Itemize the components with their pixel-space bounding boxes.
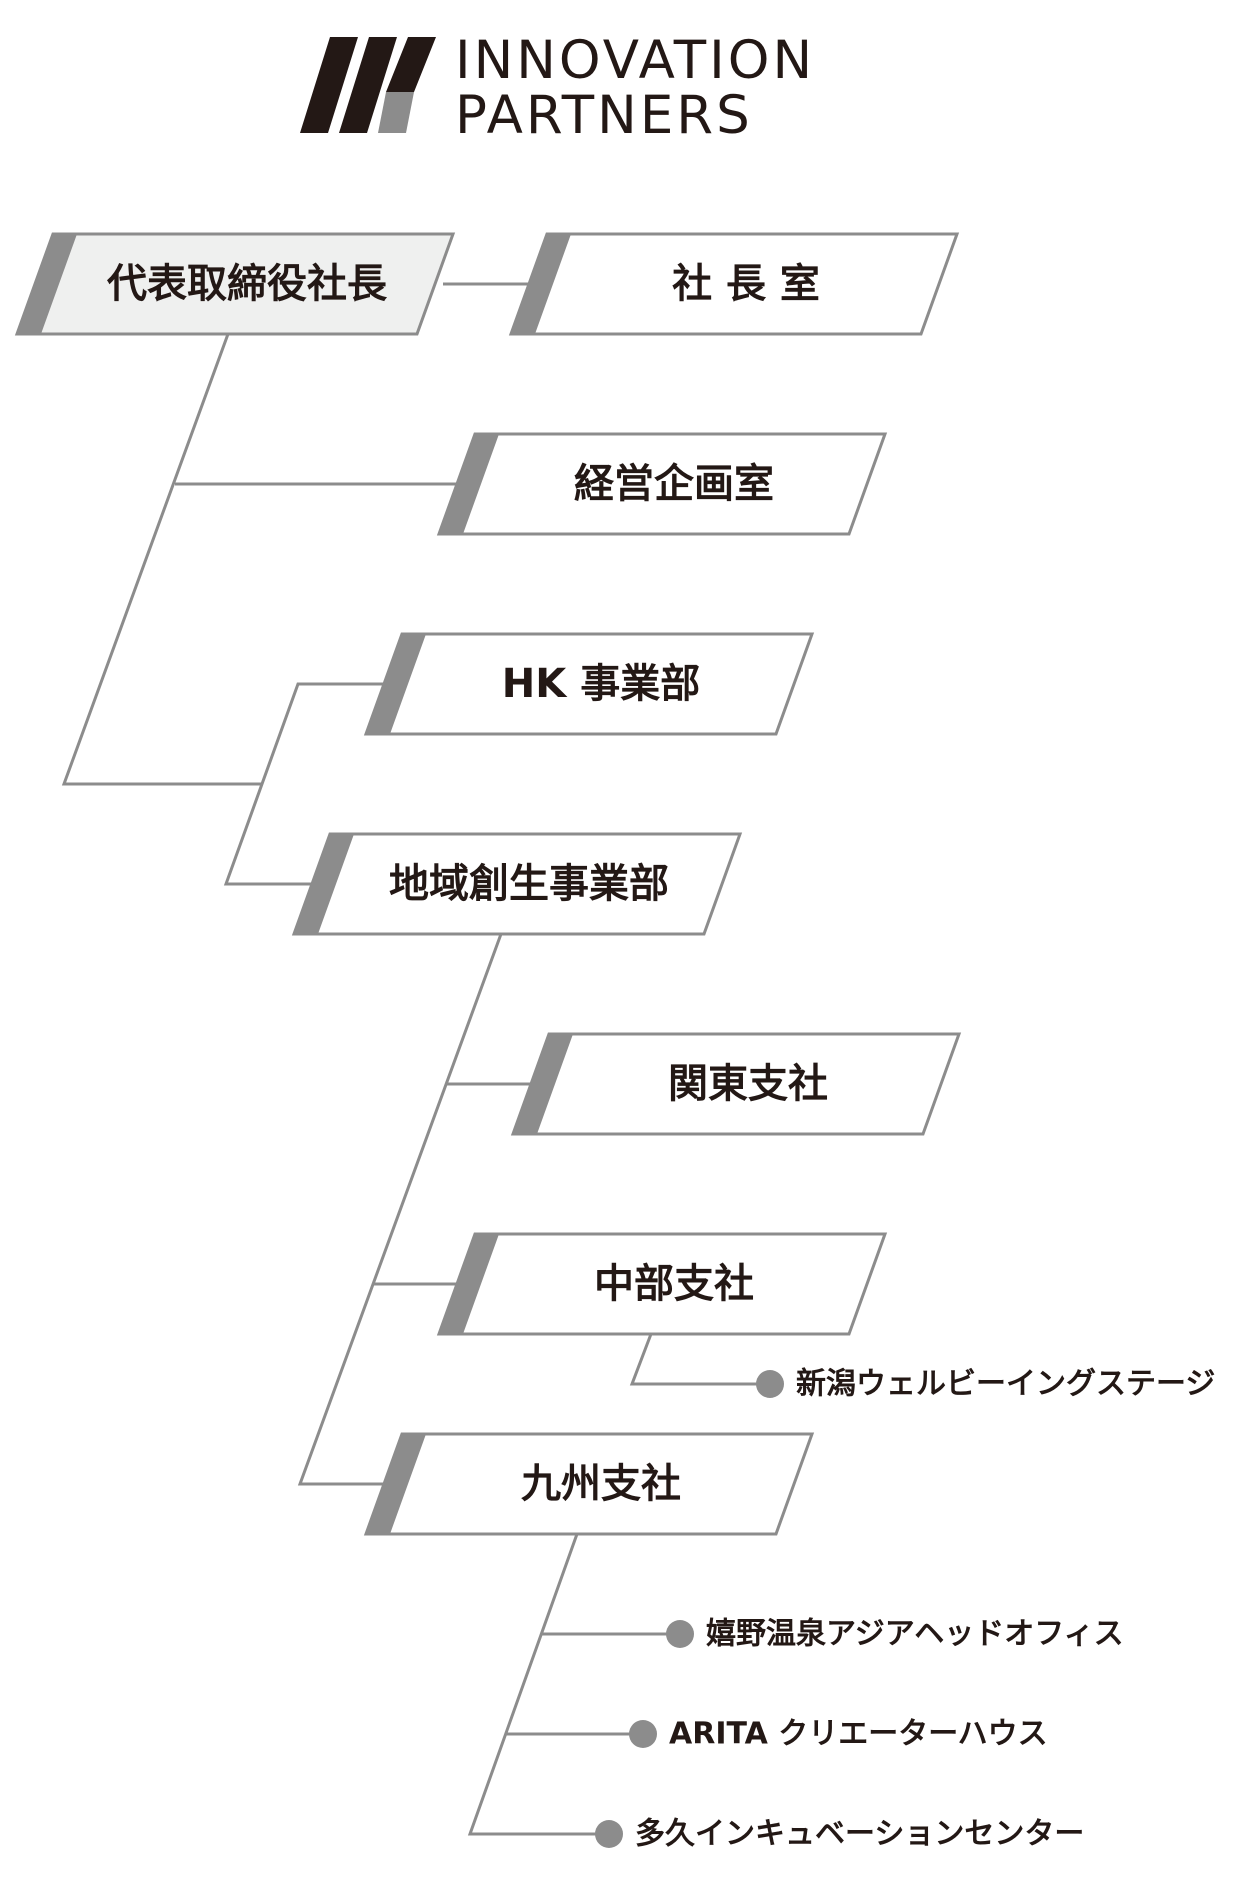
connector-ceo-spine xyxy=(61,333,262,786)
logo-stripe-3-top xyxy=(386,37,436,92)
leaf-ureshino-bullet-dot xyxy=(666,1620,694,1648)
connector-regional-spine xyxy=(297,933,503,1486)
connector-kyushu-spine xyxy=(467,1533,596,1836)
logo-stripe-2 xyxy=(339,37,397,133)
box-planning-label: 経営企画室 xyxy=(574,461,774,507)
leaf-niigata-bullet-dot xyxy=(756,1370,784,1398)
box-chubu-frame xyxy=(436,1232,888,1336)
logo-stripe-3-bottom xyxy=(378,92,414,133)
box-president-office-frame xyxy=(508,232,960,336)
box-planning: 経営企画室 xyxy=(436,432,888,536)
box-planning-accent-stripe xyxy=(439,434,499,534)
box-hk-division: HK 事業部 xyxy=(363,632,815,736)
box-chubu: 中部支社 xyxy=(436,1232,888,1336)
box-kanto-accent-stripe xyxy=(513,1034,573,1134)
leaf-arita: ARITA クリエーターハウス xyxy=(629,1717,1048,1752)
box-regional-division: 地域創生事業部 xyxy=(291,832,743,936)
box-chubu-label: 中部支社 xyxy=(594,1261,754,1307)
box-president-office-label: 社 長 室 xyxy=(672,261,820,307)
leaf-taku: 多久インキュベーションセンター xyxy=(595,1817,1084,1852)
box-ceo-frame xyxy=(14,232,456,336)
connector-lines xyxy=(61,282,757,1836)
box-president-office-accent-stripe xyxy=(511,234,571,334)
leaf-arita-bullet-dot xyxy=(629,1720,657,1748)
box-planning-frame xyxy=(436,432,888,536)
box-kanto: 関東支社 xyxy=(510,1032,962,1136)
box-ceo-label: 代表取締役社長 xyxy=(106,261,388,307)
box-kanto-label: 関東支社 xyxy=(668,1061,828,1107)
leaf-niigata: 新潟ウェルビーイングステージ xyxy=(756,1367,1215,1402)
box-kanto-frame xyxy=(510,1032,962,1136)
box-kyushu-accent-stripe xyxy=(366,1434,426,1534)
box-president-office: 社 長 室 xyxy=(508,232,960,336)
box-kyushu: 九州支社 xyxy=(363,1432,815,1536)
company-logo: INNOVATION PARTNERS xyxy=(300,30,815,146)
box-hk-division-accent-stripe xyxy=(366,634,426,734)
leaf-niigata-label: 新潟ウェルビーイングステージ xyxy=(796,1367,1215,1402)
leaf-taku-label: 多久インキュベーションセンター xyxy=(635,1817,1084,1852)
leaf-taku-bullet-dot xyxy=(595,1820,623,1848)
logo-stripe-1 xyxy=(300,37,358,133)
box-chubu-accent-stripe xyxy=(439,1234,499,1334)
leaf-ureshino-label: 嬉野温泉アジアヘッドオフィス xyxy=(706,1617,1124,1652)
box-hk-division-label: HK 事業部 xyxy=(502,661,700,707)
box-kyushu-label: 九州支社 xyxy=(521,1461,681,1507)
box-ceo-accent-stripe xyxy=(17,234,77,334)
connector-chubu-to-niigata xyxy=(629,1333,757,1386)
leaf-ureshino: 嬉野温泉アジアヘッドオフィス xyxy=(666,1617,1124,1652)
box-regional-division-accent-stripe xyxy=(294,834,354,934)
box-kyushu-frame xyxy=(363,1432,815,1536)
logo-text-line2: PARTNERS xyxy=(455,85,753,146)
box-ceo: 代表取締役社長 xyxy=(14,232,456,336)
logo-text-line1: INNOVATION xyxy=(455,30,815,91)
leaf-arita-label: ARITA クリエーターハウス xyxy=(669,1717,1048,1752)
box-regional-division-label: 地域創生事業部 xyxy=(389,861,669,907)
